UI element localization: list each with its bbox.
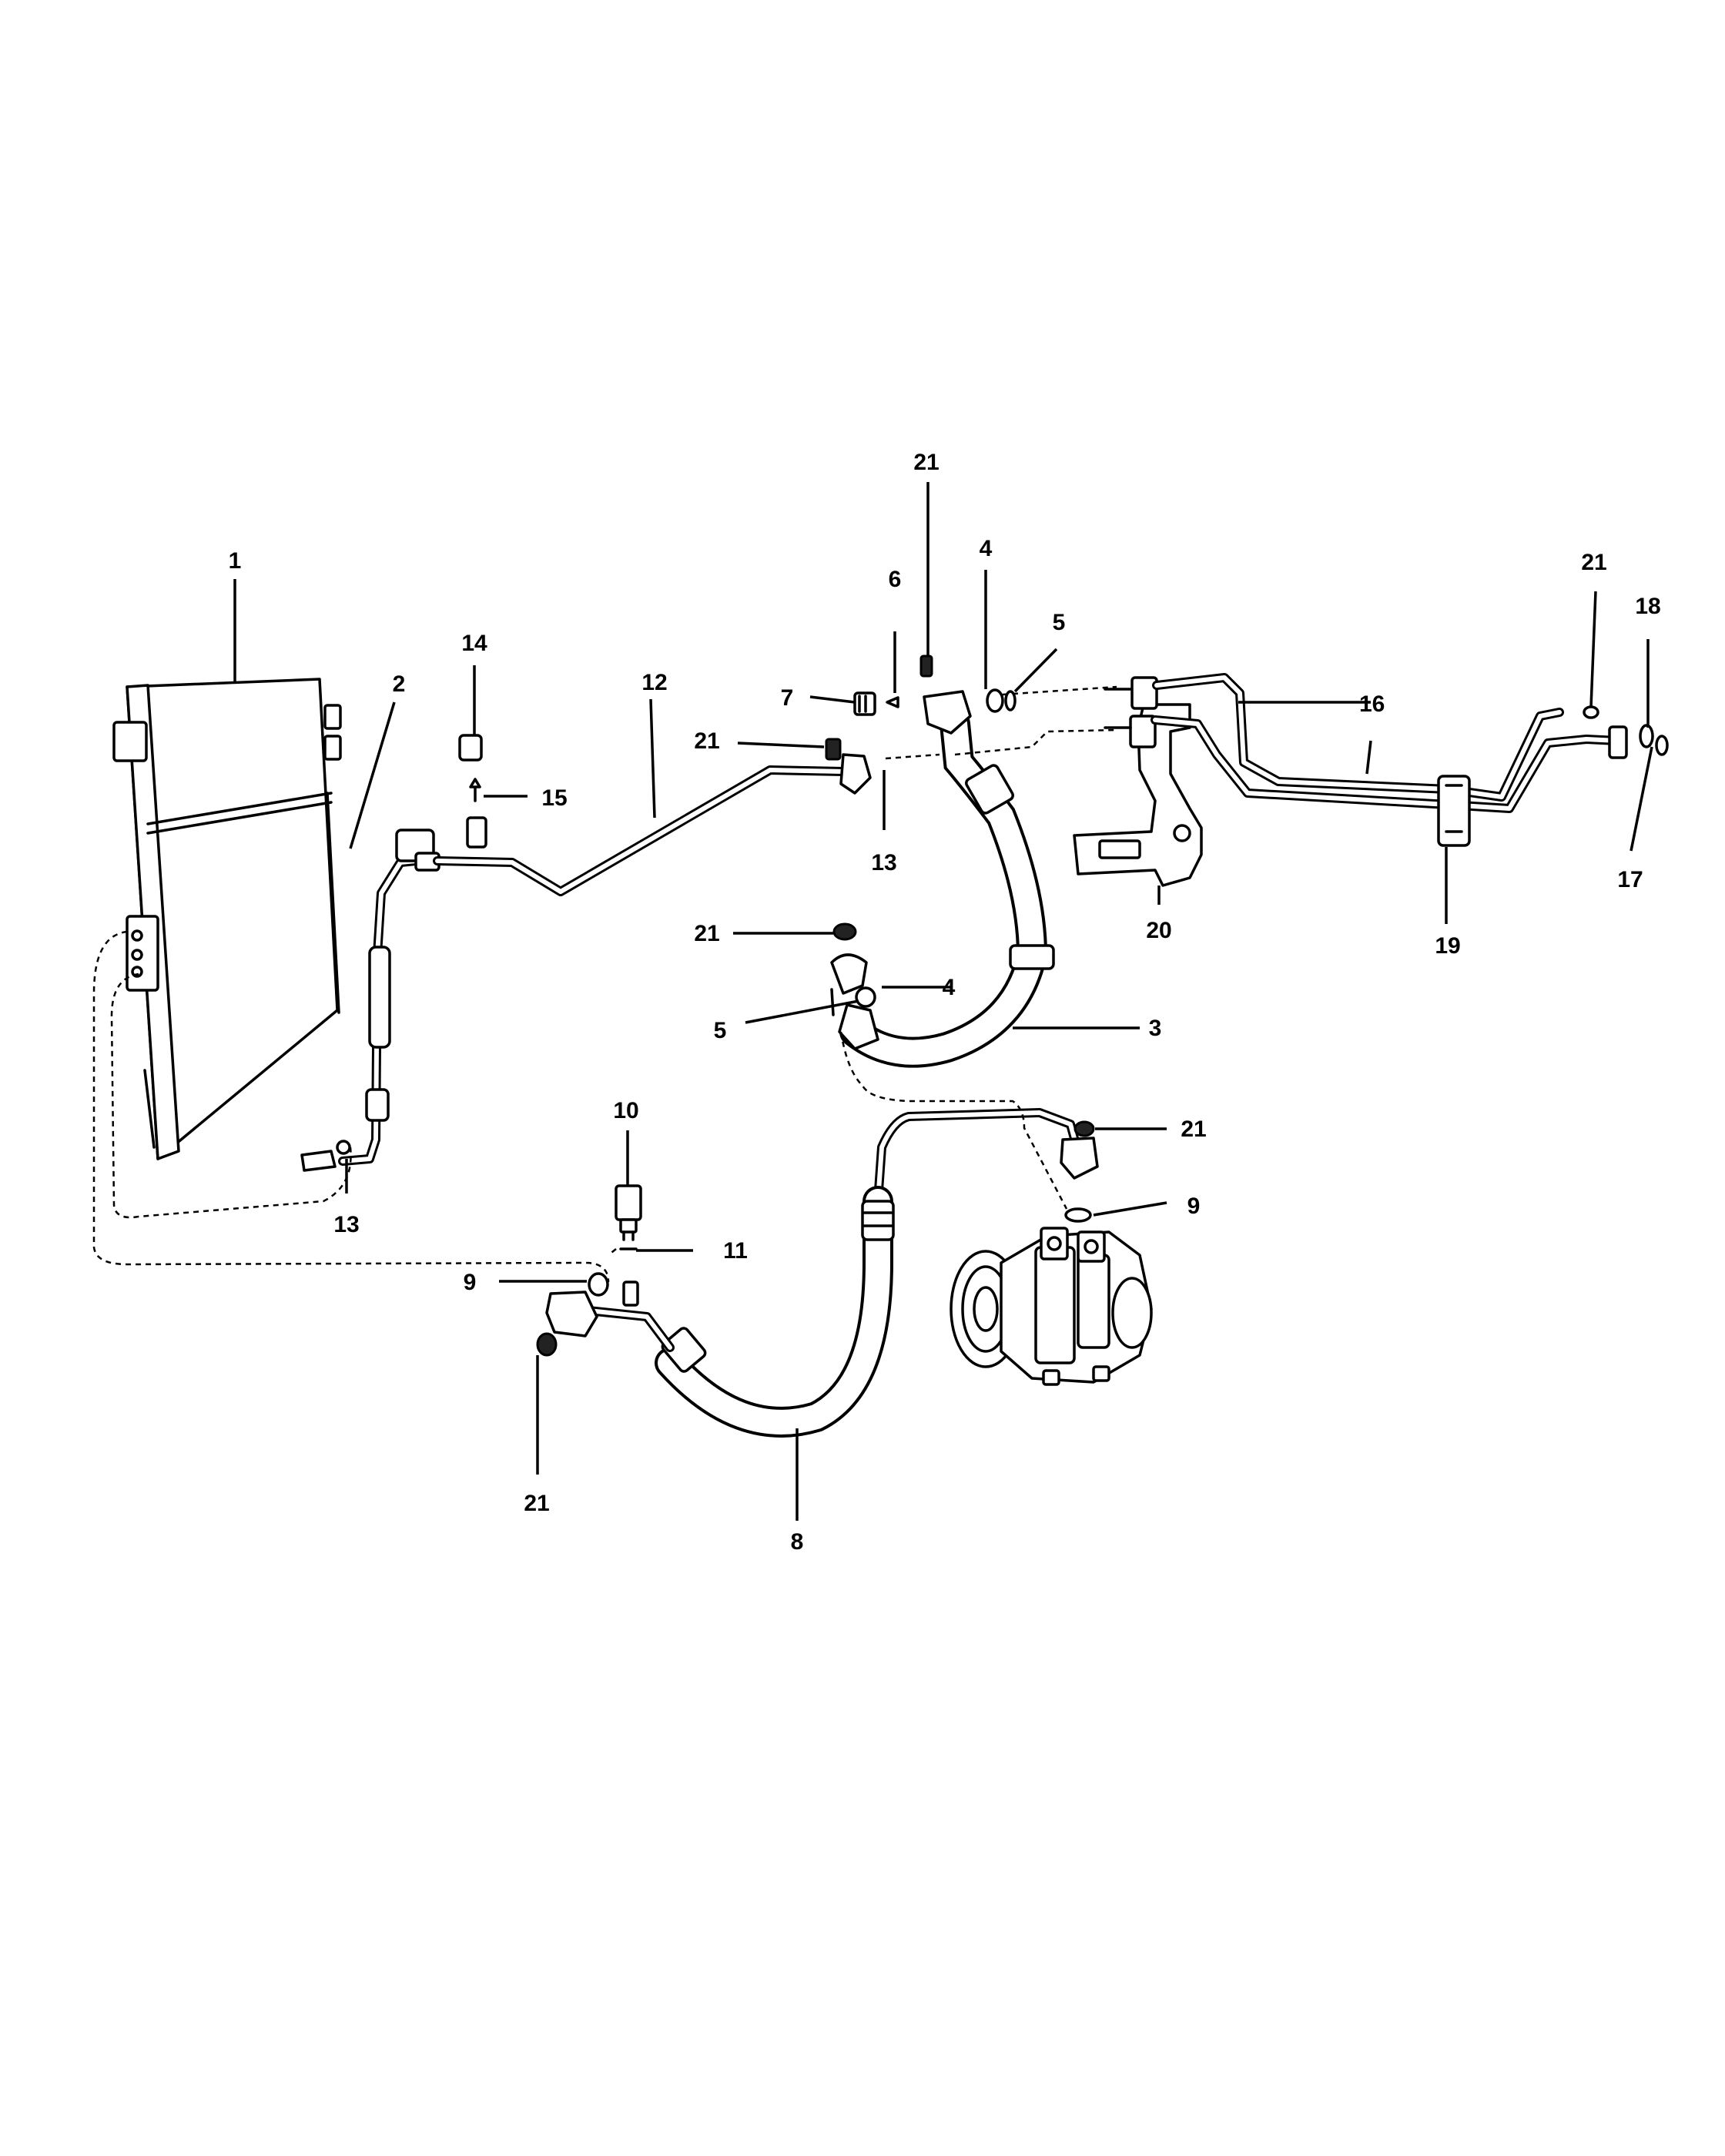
fitting-7 [853,691,876,716]
nut-21-right [1583,705,1599,719]
dashed-link [608,1248,617,1256]
callout-6: 6 [889,567,902,592]
callout-12: 12 [641,670,667,695]
callout-13-bottom: 13 [333,1212,359,1237]
dashed-link [885,753,940,760]
pressure-switch [615,1184,642,1241]
o-ring-18 [1639,724,1654,748]
callout-17: 17 [1617,867,1643,892]
nut-21-mid [832,922,857,941]
nut-21-lower-left [536,1332,558,1357]
callout-21-right: 21 [1581,550,1606,575]
dashed-link [839,1031,1068,1210]
evaporator-lines [1151,673,1628,847]
callout-4-mid: 4 [943,975,956,1000]
callout-13-top: 13 [871,850,896,875]
o-ring-17 [1655,735,1669,756]
o-ring-9-left [588,1272,609,1297]
callout-14: 14 [461,631,487,656]
ac-compressor [950,1227,1153,1386]
expansion-bracket [1073,676,1203,887]
nut-21-lower-right [1074,1120,1095,1137]
liquid-line [300,829,440,1172]
callout-18: 18 [1635,594,1660,619]
callout-19: 19 [1435,933,1460,959]
callout-21-compressor: 21 [1181,1116,1206,1142]
callout-7: 7 [781,685,794,711]
callout-15: 15 [541,785,567,811]
callout-2: 2 [393,671,406,697]
dashed-link [954,728,1117,756]
callout-11: 11 [723,1238,748,1264]
callout-10: 10 [613,1098,638,1123]
callout-9-right: 9 [1187,1194,1201,1219]
callout-labels: 1 2 3 4 4 5 5 6 7 8 9 9 10 11 12 13 13 1… [229,450,1661,1555]
callout-21-tube12: 21 [694,728,719,754]
dashed-link [92,930,610,1283]
o-ring-4-top [986,688,1004,713]
callout-20: 20 [1146,918,1171,943]
callout-8: 8 [791,1529,804,1555]
callout-3: 3 [1149,1016,1162,1041]
o-ring-9-right [1064,1207,1092,1223]
callout-21-bottom: 21 [524,1491,549,1516]
callout-16: 16 [1359,691,1385,717]
nut-21-top [919,654,933,678]
dashed-link [1002,685,1117,696]
callout-5-top: 5 [1053,610,1066,635]
callout-5-mid: 5 [714,1018,727,1043]
condenser [112,678,342,1160]
valve-core [469,778,481,802]
suction-hose [830,690,1055,1068]
fitting-6 [886,696,899,708]
callout-21-top: 21 [913,450,939,475]
gasket-5-top [1004,690,1017,711]
callout-21-mid: 21 [694,921,719,946]
valve-cap [458,734,483,762]
callout-9-left: 9 [464,1270,477,1295]
callout-1: 1 [229,548,242,574]
charge-port [466,816,487,849]
callout-4-top: 4 [980,536,993,561]
tube-12 [433,738,872,896]
discharge-hose [545,1108,1099,1438]
leader-lines [233,482,1653,1521]
